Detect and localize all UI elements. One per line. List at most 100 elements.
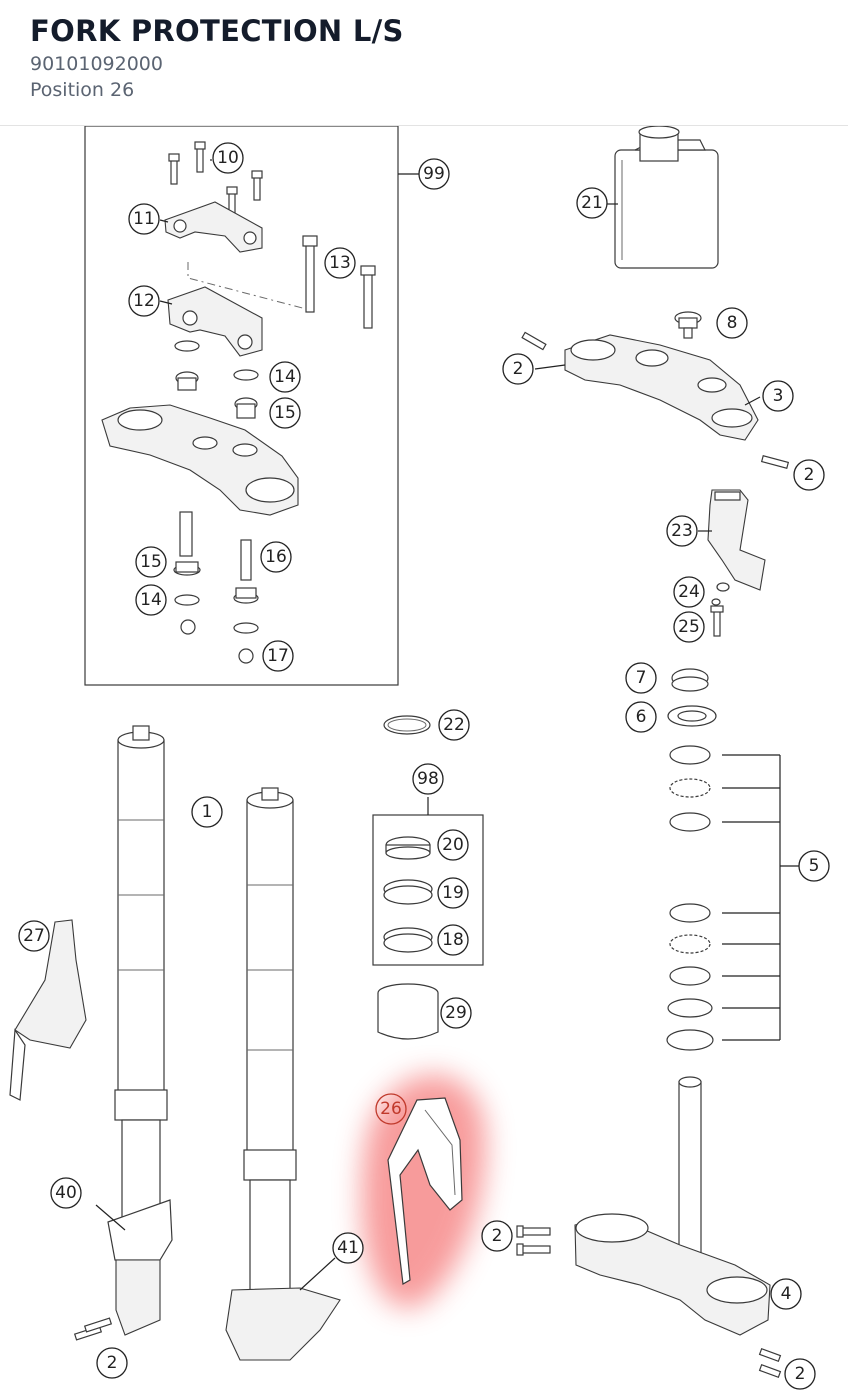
svg-text:2: 2 [804, 465, 815, 485]
fork-leg-1[interactable] [107, 725, 173, 1336]
svg-text:3: 3 [773, 386, 784, 406]
bearing-stack[interactable] [666, 668, 717, 1051]
callout-21[interactable]: 21 [576, 187, 608, 219]
kit-box-99 [84, 126, 399, 686]
callout-4[interactable]: 4 [770, 1278, 802, 1310]
svg-text:15: 15 [274, 403, 296, 423]
exploded-parts-diagram: 99 10 11 12 13 14 15 15 16 14 17 21 8 2 … [9, 126, 830, 1390]
position-label: Position 26 [30, 79, 135, 101]
svg-text:23: 23 [671, 521, 693, 541]
screws-2-bottom-left[interactable] [73, 1317, 113, 1341]
handlebar-clamp-lower-12[interactable] [167, 286, 263, 357]
svg-text:6: 6 [636, 707, 647, 727]
callout-29[interactable]: 29 [440, 997, 472, 1029]
screws-2-bottom-right[interactable] [758, 1347, 782, 1379]
callout-2-d[interactable]: 2 [96, 1347, 128, 1379]
svg-text:21: 21 [581, 193, 603, 213]
svg-text:22: 22 [443, 715, 465, 735]
callout-26-highlighted[interactable]: 26 [375, 1093, 407, 1125]
bracket-23[interactable] [707, 489, 766, 591]
svg-text:10: 10 [217, 148, 239, 168]
callout-5[interactable]: 5 [798, 850, 830, 882]
callout-20[interactable]: 20 [437, 829, 469, 861]
callout-19[interactable]: 19 [437, 877, 469, 909]
seal-kit-parts[interactable] [383, 836, 433, 953]
leader-5 [722, 754, 799, 1041]
svg-text:19: 19 [442, 883, 464, 903]
callout-15-upper[interactable]: 15 [269, 397, 301, 429]
callout-14-upper[interactable]: 14 [269, 361, 301, 393]
handlebar-clamp-upper-11[interactable] [164, 201, 263, 253]
svg-text:41: 41 [337, 1238, 359, 1258]
callout-23[interactable]: 23 [666, 515, 698, 547]
svg-text:1: 1 [202, 802, 213, 822]
callout-18[interactable]: 18 [437, 924, 469, 956]
washer-24-bolt-25[interactable] [710, 582, 730, 637]
callout-1[interactable]: 1 [191, 796, 223, 828]
svg-text:2: 2 [492, 1226, 503, 1246]
bushing-29[interactable] [377, 983, 439, 1040]
page-header: FORK PROTECTION L/S 90101092000 Position… [0, 0, 848, 126]
svg-text:13: 13 [329, 253, 351, 273]
svg-text:24: 24 [678, 582, 700, 602]
svg-text:14: 14 [274, 367, 296, 387]
washers-14-15[interactable] [174, 340, 259, 419]
svg-text:29: 29 [445, 1003, 467, 1023]
callout-40[interactable]: 40 [50, 1177, 82, 1209]
svg-text:98: 98 [417, 769, 439, 789]
svg-text:7: 7 [636, 668, 647, 688]
callout-2-a[interactable]: 2 [502, 353, 534, 385]
svg-text:2: 2 [795, 1364, 806, 1384]
part-number: 90101092000 [30, 53, 163, 75]
svg-text:20: 20 [442, 835, 464, 855]
oil-bottle-21[interactable] [614, 126, 719, 269]
upper-triple-clamp-3[interactable] [564, 334, 759, 441]
callout-99[interactable]: 99 [418, 158, 450, 190]
svg-text:11: 11 [133, 209, 155, 229]
page-title: FORK PROTECTION L/S [30, 14, 404, 48]
screws-10[interactable] [168, 141, 263, 217]
callout-7[interactable]: 7 [625, 662, 657, 694]
svg-text:40: 40 [55, 1183, 77, 1203]
callout-6[interactable]: 6 [625, 701, 657, 733]
lower-triple-clamp-4[interactable] [574, 1076, 771, 1336]
svg-text:2: 2 [107, 1353, 118, 1373]
callout-15-lower[interactable]: 15 [135, 546, 167, 578]
callout-24[interactable]: 24 [673, 576, 705, 608]
callout-25[interactable]: 25 [673, 611, 705, 643]
callout-13[interactable]: 13 [324, 247, 356, 279]
callout-16[interactable]: 16 [260, 541, 292, 573]
triple-clamp-kit[interactable] [101, 404, 299, 516]
callout-14-lower[interactable]: 14 [135, 584, 167, 616]
fork-guard-27[interactable] [9, 919, 87, 1101]
lower-bushings[interactable] [173, 511, 259, 664]
svg-text:4: 4 [781, 1284, 792, 1304]
bolt-8[interactable] [674, 311, 702, 339]
svg-text:27: 27 [23, 926, 45, 946]
callout-27[interactable]: 27 [18, 920, 50, 952]
callout-2-c[interactable]: 2 [481, 1220, 513, 1252]
svg-text:8: 8 [727, 313, 738, 333]
callout-11[interactable]: 11 [128, 203, 160, 235]
callout-8[interactable]: 8 [716, 307, 748, 339]
callout-12[interactable]: 12 [128, 285, 160, 317]
screw-2-upper[interactable] [521, 331, 790, 469]
callout-22[interactable]: 22 [438, 709, 470, 741]
fork-protection-26[interactable] [387, 1097, 463, 1285]
callout-10[interactable]: 10 [212, 142, 244, 174]
callout-41[interactable]: 41 [332, 1232, 364, 1264]
callout-2-e[interactable]: 2 [784, 1358, 816, 1390]
svg-text:26: 26 [380, 1099, 402, 1119]
screws-2-lower-center[interactable] [516, 1225, 551, 1256]
svg-text:99: 99 [423, 164, 445, 184]
callout-2-b[interactable]: 2 [793, 459, 825, 491]
svg-text:15: 15 [140, 552, 162, 572]
svg-text:5: 5 [809, 856, 820, 876]
svg-text:14: 14 [140, 590, 162, 610]
callout-3[interactable]: 3 [762, 380, 794, 412]
callout-98[interactable]: 98 [412, 763, 444, 795]
svg-text:16: 16 [265, 547, 287, 567]
fork-leg-right[interactable] [225, 787, 341, 1361]
callout-17[interactable]: 17 [262, 640, 294, 672]
bolt-13[interactable] [302, 235, 376, 329]
